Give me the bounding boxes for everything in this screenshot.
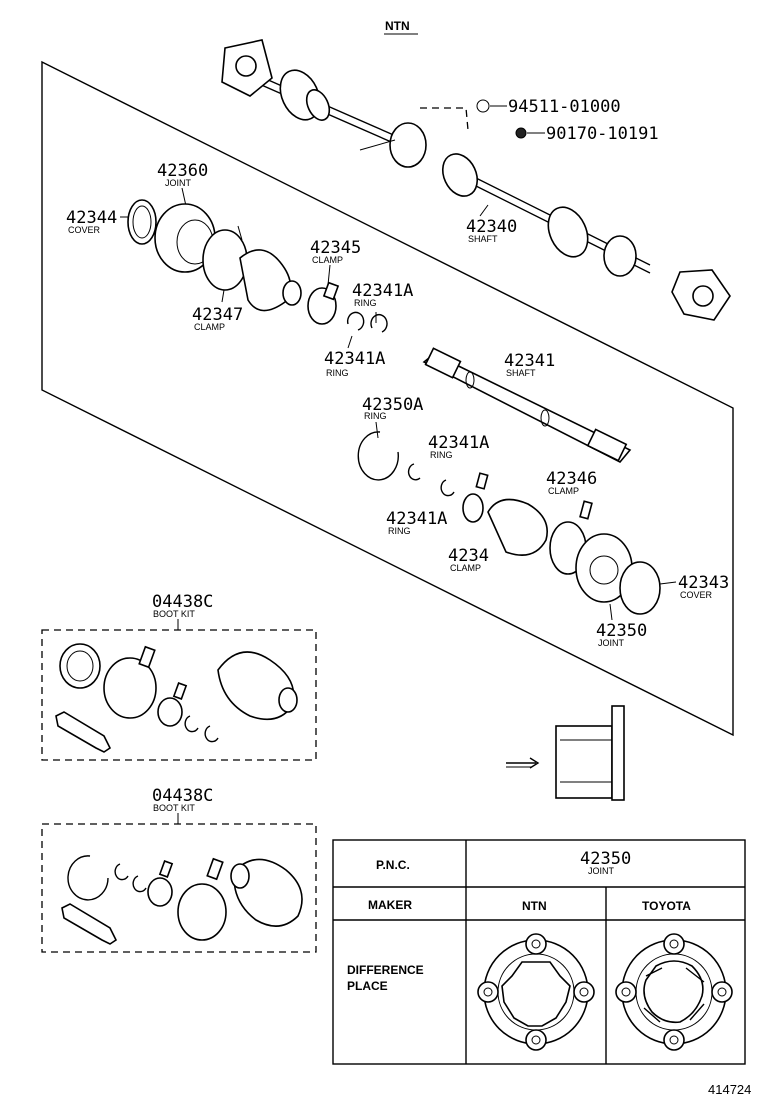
label-90170: 90170-10191 (546, 124, 659, 144)
ring-right (440, 479, 455, 497)
outer-boot-right (547, 206, 589, 258)
table-col-ntn: NTN (522, 899, 547, 913)
ring-mid-small (407, 463, 421, 481)
table-diff-line2: PLACE (347, 979, 388, 993)
inner-boot-right (441, 153, 479, 197)
boot-kit-1-frame (41, 629, 317, 761)
label-94511: 94511-01000 (508, 97, 621, 117)
kit2-name: BOOT KIT (153, 803, 195, 813)
label-42345-number: 42345 (310, 238, 361, 258)
toyota-joint-drawing (615, 933, 733, 1051)
nut-icon (515, 127, 527, 139)
label-42344-number: 42344 (66, 208, 117, 228)
header-maker-label: NTN (385, 19, 410, 33)
exploded-view-frame (41, 60, 734, 737)
table-maker-label: MAKER (368, 898, 412, 912)
table-diff-line1: DIFFERENCE (347, 963, 424, 977)
boot-right (487, 498, 548, 556)
table-pnc-value: 42350 (580, 849, 631, 869)
boot-kit-1-parts (55, 643, 298, 753)
figure-number: 414724 (708, 1082, 751, 1097)
label-42341A-r-number: 42341A (428, 433, 489, 453)
ring-42350A (357, 431, 399, 481)
label-42340-name: SHAFT (468, 234, 498, 244)
center-shaft-42341 (422, 347, 632, 464)
label-42346-name: CLAMP (548, 486, 579, 496)
label-42347-name: CLAMP (194, 322, 225, 332)
washer-icon (476, 99, 490, 113)
label-42360-name: JOINT (165, 178, 192, 188)
label-42350A-name: RING (364, 411, 387, 421)
label-4234x-number: 4234 (448, 546, 489, 566)
clamp-small (462, 493, 484, 523)
label-42350-name: JOINT (598, 638, 625, 648)
label-42350-number: 42350 (596, 621, 647, 641)
boot-kit-2-frame (41, 823, 317, 953)
table-col-toyota: TOYOTA (642, 899, 691, 913)
inner-joint-group (462, 472, 661, 615)
inner-joint-top (389, 122, 427, 168)
callout-94511: 94511-01000 (476, 97, 621, 117)
ring-top-left (346, 311, 365, 331)
table-pnc-name: JOINT (588, 866, 615, 876)
label-42360-number: 42360 (157, 161, 208, 181)
label-42341A-top-name: RING (354, 298, 377, 308)
ring-top-right (370, 313, 388, 333)
label-42343-name: COVER (680, 590, 713, 600)
cover-42343 (619, 561, 661, 615)
label-42345-name: CLAMP (312, 255, 343, 265)
label-42341A-r-name: RING (430, 450, 453, 460)
label-42341A-mid-number: 42341A (324, 349, 385, 369)
inset-part-view (506, 705, 625, 801)
kit1-number: 04438C (152, 592, 213, 612)
kit1-name: BOOT KIT (153, 609, 195, 619)
table-pnc-label: P.N.C. (376, 858, 410, 872)
label-42340-number: 42340 (466, 217, 517, 237)
callout-90170: 90170-10191 (515, 124, 659, 144)
difference-table (332, 839, 746, 1065)
label-42347-number: 42347 (192, 305, 243, 325)
label-42341A-l-number: 42341A (386, 509, 447, 529)
boot-left (239, 249, 292, 312)
label-42341A-mid-name: RING (326, 368, 349, 378)
label-42344-name: COVER (68, 225, 101, 235)
label-42346-number: 42346 (546, 469, 597, 489)
label-42341-number: 42341 (504, 351, 555, 371)
label-42341-name: SHAFT (506, 368, 536, 378)
label-42341A-l-name: RING (388, 526, 411, 536)
outer-joint-group (127, 199, 302, 312)
label-42350A-number: 42350A (362, 395, 423, 415)
kit2-number: 04438C (152, 786, 213, 806)
label-42341A-top-number: 42341A (352, 281, 413, 301)
label-42343-number: 42343 (678, 573, 729, 593)
reference-dashed-line (420, 107, 469, 131)
cover-42344 (127, 199, 157, 245)
ntn-joint-drawing (477, 933, 595, 1051)
label-4234x-name: CLAMP (450, 563, 481, 573)
boot-kit-2-parts (61, 855, 303, 945)
drive-shaft-assembly (221, 39, 731, 321)
